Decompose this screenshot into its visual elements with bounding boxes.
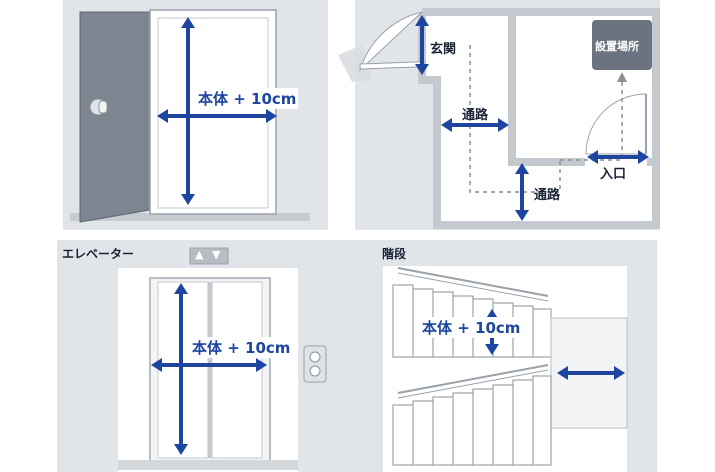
call-down-icon: [309, 365, 321, 377]
lower-steps: [392, 375, 552, 466]
indicator-down-icon: ▼: [212, 248, 221, 261]
route-arrow-icon: [617, 72, 627, 82]
elevator-width-arrow: [151, 358, 267, 372]
elevator-height-arrow: [174, 283, 188, 455]
floor-indicator: [189, 247, 229, 265]
elevator-title: エレベーター: [62, 247, 135, 261]
indicator-up-icon: ▲: [195, 248, 204, 261]
elevator-door-right: [211, 281, 263, 459]
call-button: [303, 345, 327, 383]
corridor-width-arrow-1: [441, 118, 509, 132]
stairs-measure-label: 本体 + 10cm: [420, 317, 523, 338]
entrance-width-arrow: [415, 15, 429, 75]
corridor-width-arrow-2: [515, 163, 529, 221]
door-floor: [70, 213, 310, 221]
route-path: [469, 45, 561, 193]
door-measure-label: 本体 + 10cm: [196, 88, 299, 109]
stairs-title: 階段: [382, 247, 407, 261]
door-height-arrow: [181, 17, 195, 205]
entrance-label: 玄関: [430, 42, 457, 57]
install-location-label: 設置場所: [595, 40, 639, 53]
corridor-label-1: 通路: [462, 108, 489, 123]
call-up-icon: [309, 351, 321, 363]
upper-handrail: [397, 267, 549, 297]
door-width-arrow: [157, 109, 277, 123]
elevator-sill: [118, 460, 298, 470]
elevator-measure-label: 本体 + 10cm: [190, 337, 293, 358]
lower-handrail: [397, 364, 549, 394]
install-location-box: [592, 20, 652, 70]
landing-width-arrow: [557, 366, 625, 380]
doorway-width-arrow: [587, 150, 649, 164]
route-path-2: [560, 78, 623, 161]
corridor-label-2: 通路: [534, 188, 561, 203]
door-frame: [149, 9, 277, 215]
room-door-swing: [585, 93, 647, 155]
door-knob-handle: [98, 100, 108, 114]
doorway-label: 入口: [600, 167, 627, 182]
